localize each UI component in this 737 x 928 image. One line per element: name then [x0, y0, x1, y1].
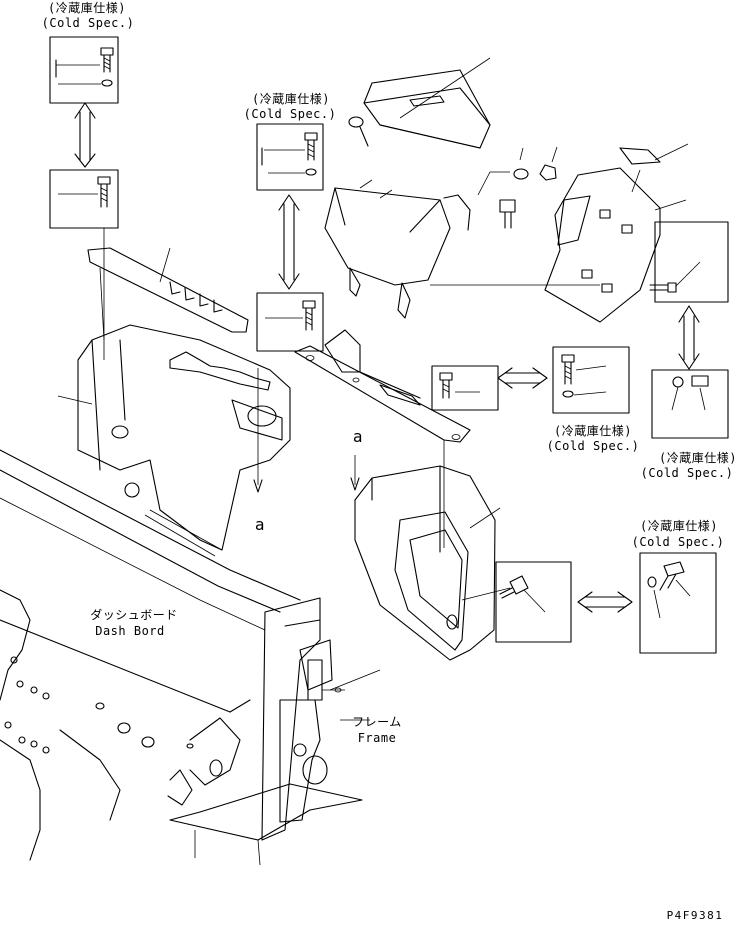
cold-spec-detail-lower-right — [639, 552, 717, 654]
center-bracket — [324, 179, 451, 319]
cold-spec-label-jp: (冷蔵庫仕様) — [554, 424, 632, 438]
cold-spec-detail-top-left — [49, 36, 119, 104]
cold-spec-label-en: (Cold Spec.) — [243, 107, 337, 121]
console-box-upper — [348, 57, 491, 149]
cold-spec-label-jp: (冷蔵庫仕様) — [252, 92, 330, 106]
cold-spec-detail-swap-arrow-left — [74, 102, 96, 168]
cold-spec-detail-swap-arrow-right-upper — [678, 305, 700, 370]
cold-spec-detail-right-upper — [651, 369, 729, 439]
cold-spec-label-en: (Cold Spec.) — [546, 439, 640, 453]
view-a-label: a — [352, 427, 364, 446]
dashboard-label-en: Dash Bord — [95, 624, 165, 638]
cold-spec-label-jp: (冷蔵庫仕様) — [640, 519, 718, 533]
dashboard-label-jp: ダッシュボード — [90, 608, 178, 622]
standard-detail-mid-right — [431, 365, 499, 411]
cold-spec-label-en: (Cold Spec.) — [631, 535, 725, 549]
cold-spec-detail-swap-arrow-mid-right — [497, 367, 548, 389]
cold-spec-detail-swap-arrow-middle — [278, 194, 300, 290]
right-side-cover — [430, 143, 689, 323]
cold-spec-detail-swap-arrow-lower-right — [577, 591, 633, 613]
drawing-code: P4F9381 — [666, 909, 724, 922]
standard-detail-lower-right — [495, 561, 572, 643]
cold-spec-label-jp: (冷蔵庫仕様) — [659, 451, 737, 465]
frame-label-en: Frame — [357, 731, 397, 745]
frame-label-jp: フレーム — [352, 715, 402, 729]
lower-right-panel — [350, 440, 511, 661]
nut-washer-hardware — [443, 146, 558, 231]
cold-spec-label-jp: (冷蔵庫仕様) — [48, 1, 126, 15]
cold-spec-label-en: (Cold Spec.) — [640, 466, 734, 480]
standard-detail-middle — [256, 292, 324, 352]
standard-detail-top-left — [49, 169, 119, 229]
cold-spec-detail-mid-right — [552, 346, 630, 414]
standard-detail-right-upper — [649, 221, 729, 303]
dashboard-holes — [4, 656, 194, 754]
cold-spec-label-en: (Cold Spec.) — [41, 16, 135, 30]
view-a-label: a — [254, 515, 266, 534]
mounting-plate-rail — [294, 329, 471, 443]
left-cover-assembly — [57, 247, 291, 557]
dashboard-structure — [0, 449, 381, 866]
cold-spec-detail-middle — [256, 123, 324, 191]
